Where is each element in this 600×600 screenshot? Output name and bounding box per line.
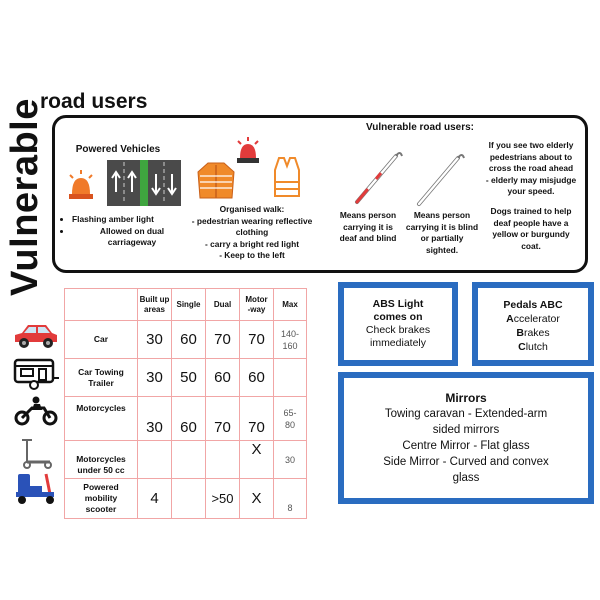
white-cane-icon: [417, 154, 465, 206]
pedals-box: Pedals ABC Accelerator Brakes Clutch: [472, 282, 594, 366]
powered-vehicles-title: Powered Vehicles: [75, 144, 161, 155]
header-motorway: Motor-way: [239, 288, 274, 321]
cell-max: 8: [273, 478, 307, 519]
car-icon: [15, 325, 57, 348]
cell-dual: 60: [205, 358, 240, 397]
header-max: Max: [273, 288, 307, 321]
title-road-users: road users: [40, 90, 148, 113]
header-dual: Dual: [205, 288, 240, 321]
cell-built: [137, 440, 172, 479]
cell-single: [171, 478, 206, 519]
kick-scooter-icon: [22, 439, 52, 469]
cane2-text: Means person carrying it is blind or par…: [405, 210, 479, 255]
cell-single: 50: [171, 358, 206, 397]
table-row: Car 30 60 70 70 140-160: [64, 320, 307, 359]
cell-motor: X: [239, 440, 274, 479]
red-beacon-icon: [237, 137, 259, 163]
vulnerable-road-users-panel: [52, 115, 588, 273]
cell-dual: 70: [205, 320, 240, 359]
mirrors-body: Towing caravan - Extended-arm sided mirr…: [383, 408, 549, 484]
cell-single: [171, 440, 206, 479]
cane1-text: Means person carrying it is deaf and bli…: [339, 210, 397, 243]
reflective-jacket-icon: [197, 162, 235, 199]
cell-max: [273, 358, 307, 397]
cell-built: 30: [137, 358, 172, 397]
cell-single: 60: [171, 396, 206, 441]
cell-motor: 70: [239, 320, 274, 359]
vru-title: Vulnerable road users:: [366, 122, 474, 133]
cell-built: 4: [137, 478, 172, 519]
cell-motor: 60: [239, 358, 274, 397]
cell-max: 30: [273, 440, 307, 479]
table-row: Motorcycles 30 60 70 70 65-80: [64, 396, 307, 441]
cell-max: 65-80: [273, 396, 307, 441]
cell-dual: [205, 440, 240, 479]
flashing-item: Flashing amber light: [72, 214, 192, 226]
dogs-text: Dogs trained to help deaf people have a …: [490, 206, 572, 251]
cell-motor: 70: [239, 396, 274, 441]
title-vulnerable: Vulnerable: [4, 98, 46, 296]
motorcycle-icon: [14, 396, 58, 426]
mirrors-box: Mirrors Towing caravan - Extended-arm si…: [338, 372, 594, 504]
header-empty-cell: [64, 288, 138, 321]
white-red-cane-icon: [355, 152, 403, 204]
row-label: Car: [64, 320, 138, 359]
cell-single: 60: [171, 320, 206, 359]
cell-motor: X: [239, 478, 274, 519]
mobility-scooter-icon: [16, 473, 54, 504]
cell-dual: >50: [205, 478, 240, 519]
pedals-title: Pedals ABC: [503, 299, 563, 311]
amber-beacon-icon: [69, 170, 93, 199]
high-vis-vest-icon: [274, 157, 300, 197]
cell-built: 30: [137, 396, 172, 441]
row-label: Motorcycles: [64, 396, 138, 441]
elderly-text: If you see two elderly pedestrians about…: [485, 140, 577, 196]
cell-max: 140-160: [273, 320, 307, 359]
powered-vehicles-list: Flashing amber light Allowed on dualcarr…: [58, 214, 192, 249]
cell-dual: 70: [205, 396, 240, 441]
organised-walk-text: Organised walk: - pedestrian wearing ref…: [191, 204, 313, 260]
pedals-list: Accelerator Brakes Clutch: [506, 313, 560, 353]
header-single: Single: [171, 288, 206, 321]
caravan-icon: [13, 358, 59, 390]
cell-built: 30: [137, 320, 172, 359]
mirrors-title: Mirrors: [445, 391, 487, 405]
dual-carriageway-road-icon: [107, 160, 181, 206]
